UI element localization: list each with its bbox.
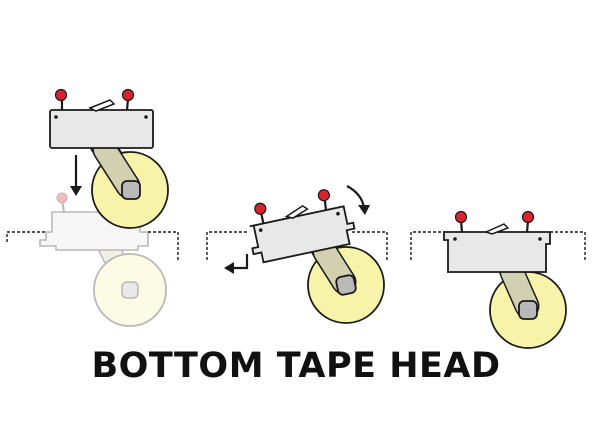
down-arrow-icon: [70, 155, 82, 196]
tape-head-housing: [49, 109, 154, 149]
red-knob: [54, 88, 68, 102]
tape-head-housing: [249, 189, 356, 264]
left-arrow-icon: [224, 254, 249, 274]
red-knob: [454, 210, 468, 224]
table-surface: [410, 231, 586, 260]
red-knob: [254, 202, 267, 215]
table-surface: [6, 231, 179, 260]
diagram-caption: BOTTOM TAPE HEAD: [91, 346, 501, 386]
tape-head-housing: [443, 231, 551, 273]
rotate-clockwise-icon: [346, 185, 370, 215]
roll-hub: [518, 300, 538, 320]
roll-hub: [121, 180, 141, 200]
step-3-panel: [410, 210, 586, 349]
red-knob: [317, 189, 330, 202]
red-knob: [121, 88, 135, 102]
roll-hub: [335, 274, 357, 296]
table-surface: [206, 231, 388, 260]
red-knob: [521, 210, 535, 224]
step-1-panel: [6, 88, 179, 327]
step-2-panel: [206, 185, 388, 324]
